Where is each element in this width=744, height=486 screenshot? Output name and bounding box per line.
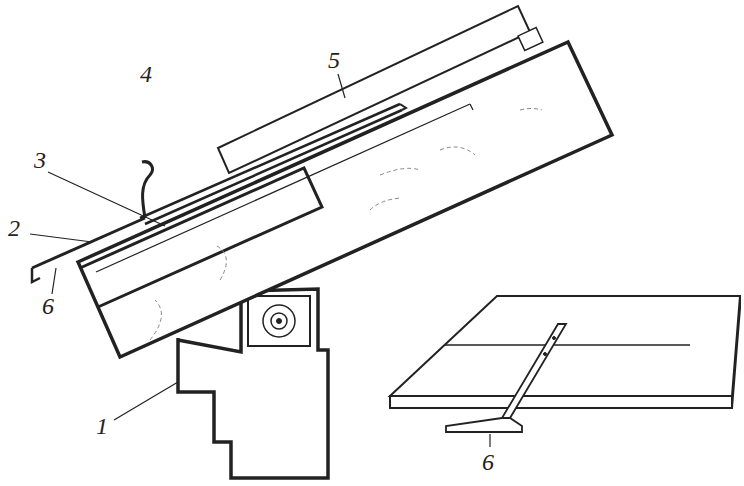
top-plank <box>218 6 530 173</box>
leader-line <box>30 234 92 242</box>
nail-mark <box>277 319 282 324</box>
inset-board-edge <box>732 296 740 408</box>
callout-number: 1 <box>96 414 108 438</box>
flashing-hook <box>32 268 40 282</box>
inset-board-edge <box>390 396 732 408</box>
nail-mark <box>271 313 287 329</box>
callout-number: 6 <box>42 294 54 318</box>
leader-line <box>48 172 165 226</box>
leader-line <box>338 74 345 98</box>
leader-line <box>114 382 178 420</box>
callout-number: 5 <box>328 48 340 72</box>
leader-line <box>52 268 56 294</box>
nail-mark <box>263 305 295 337</box>
plank-step <box>80 168 322 307</box>
callout-number: 4 <box>140 62 152 86</box>
strap-hole <box>553 337 556 340</box>
callout-number: 6 <box>482 450 494 474</box>
clip-hook <box>142 162 152 218</box>
plank-edge <box>470 104 473 110</box>
strap-foot <box>446 418 522 432</box>
strap-hole <box>544 353 547 356</box>
leader-line <box>489 434 490 447</box>
strap <box>502 324 566 418</box>
flashing-line <box>32 218 145 268</box>
callout-number: 3 <box>34 148 46 172</box>
callout-number: 2 <box>8 216 20 240</box>
inset-board <box>390 296 740 396</box>
spacer-block <box>518 28 543 51</box>
inset-seam <box>445 344 690 346</box>
strip-line <box>140 104 400 218</box>
wood-grain <box>150 109 542 341</box>
bumper-block <box>248 296 310 346</box>
strip-end <box>400 104 406 110</box>
